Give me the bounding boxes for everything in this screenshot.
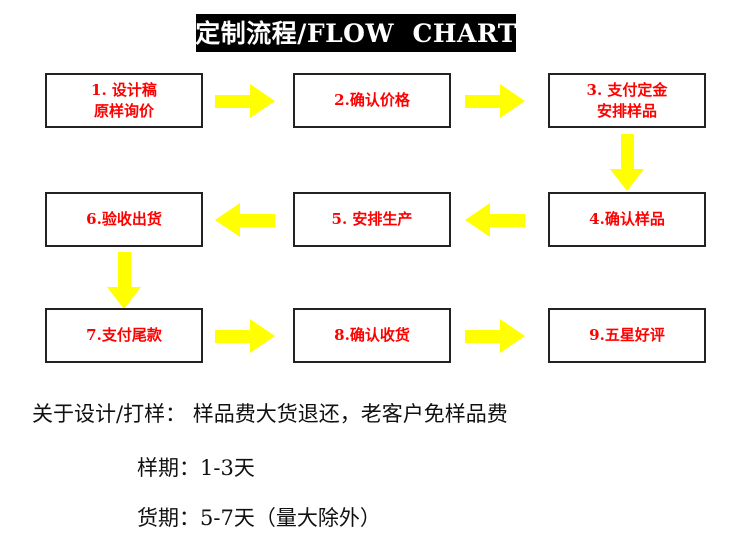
flow-node-step-1-line2: 原样询价 bbox=[93, 101, 154, 120]
flow-node-step-2-line1: 2.确认价格 bbox=[334, 91, 410, 110]
arrow-shaft bbox=[465, 330, 501, 343]
arrow-down-icon-step3-step4 bbox=[610, 134, 644, 191]
flow-node-step-3-line1: 3. 支付定金 bbox=[586, 81, 668, 100]
flow-node-step-2: 2.确认价格 bbox=[293, 73, 451, 128]
flow-node-step-5-line1: 5. 安排生产 bbox=[331, 210, 413, 229]
flow-node-step-3: 3. 支付定金 安排样品 bbox=[548, 73, 706, 128]
arrow-left-icon-step4-step5 bbox=[465, 203, 525, 237]
flow-node-step-7-line1: 7.支付尾款 bbox=[86, 326, 162, 345]
note-delivery-lead-time: 货期：5-7天（量大除外） bbox=[137, 506, 381, 530]
chart-title-text: 定制流程/FLOW CHART bbox=[195, 18, 517, 48]
arrow-head bbox=[610, 169, 644, 191]
arrow-head bbox=[250, 84, 275, 118]
arrow-head bbox=[107, 287, 141, 309]
arrow-head bbox=[465, 203, 490, 237]
arrow-left-icon-step5-step6 bbox=[215, 203, 275, 237]
arrow-head bbox=[500, 319, 525, 353]
arrow-shaft bbox=[465, 95, 501, 108]
arrow-right-icon-step2-step3 bbox=[465, 84, 525, 118]
arrow-right-icon-step7-step8 bbox=[215, 319, 275, 353]
flow-node-step-6: 6.验收出货 bbox=[45, 192, 203, 247]
flow-node-step-9-line1: 9.五星好评 bbox=[589, 326, 665, 345]
arrow-shaft bbox=[239, 214, 275, 227]
flow-node-step-8-line1: 8.确认收货 bbox=[334, 326, 410, 345]
arrow-head bbox=[250, 319, 275, 353]
flow-node-step-4-line1: 4.确认样品 bbox=[589, 210, 665, 229]
flow-node-step-6-line1: 6.验收出货 bbox=[86, 210, 162, 229]
flow-node-step-7: 7.支付尾款 bbox=[45, 308, 203, 363]
chart-title-banner: 定制流程/FLOW CHART bbox=[195, 14, 517, 52]
arrow-shaft bbox=[489, 214, 525, 227]
arrow-shaft bbox=[118, 252, 131, 288]
flow-node-step-4: 4.确认样品 bbox=[548, 192, 706, 247]
flow-node-step-3-line2: 安排样品 bbox=[596, 101, 657, 120]
flow-node-step-5: 5. 安排生产 bbox=[293, 192, 451, 247]
flow-node-step-1: 1. 设计稿 原样询价 bbox=[45, 73, 203, 128]
arrow-head bbox=[500, 84, 525, 118]
flow-node-step-8: 8.确认收货 bbox=[293, 308, 451, 363]
arrow-shaft bbox=[215, 330, 251, 343]
note-design-sampling: 关于设计/打样： 样品费大货退还，老客户免样品费 bbox=[32, 402, 508, 426]
flow-node-step-1-line1: 1. 设计稿 bbox=[91, 81, 157, 100]
arrow-shaft bbox=[215, 95, 251, 108]
note-sample-lead-time: 样期：1-3天 bbox=[137, 456, 255, 480]
arrow-right-icon-step8-step9 bbox=[465, 319, 525, 353]
arrow-shaft bbox=[621, 134, 634, 170]
flow-node-step-9: 9.五星好评 bbox=[548, 308, 706, 363]
arrow-right-icon-step1-step2 bbox=[215, 84, 275, 118]
arrow-down-icon-step6-step7 bbox=[107, 252, 141, 309]
arrow-head bbox=[215, 203, 240, 237]
